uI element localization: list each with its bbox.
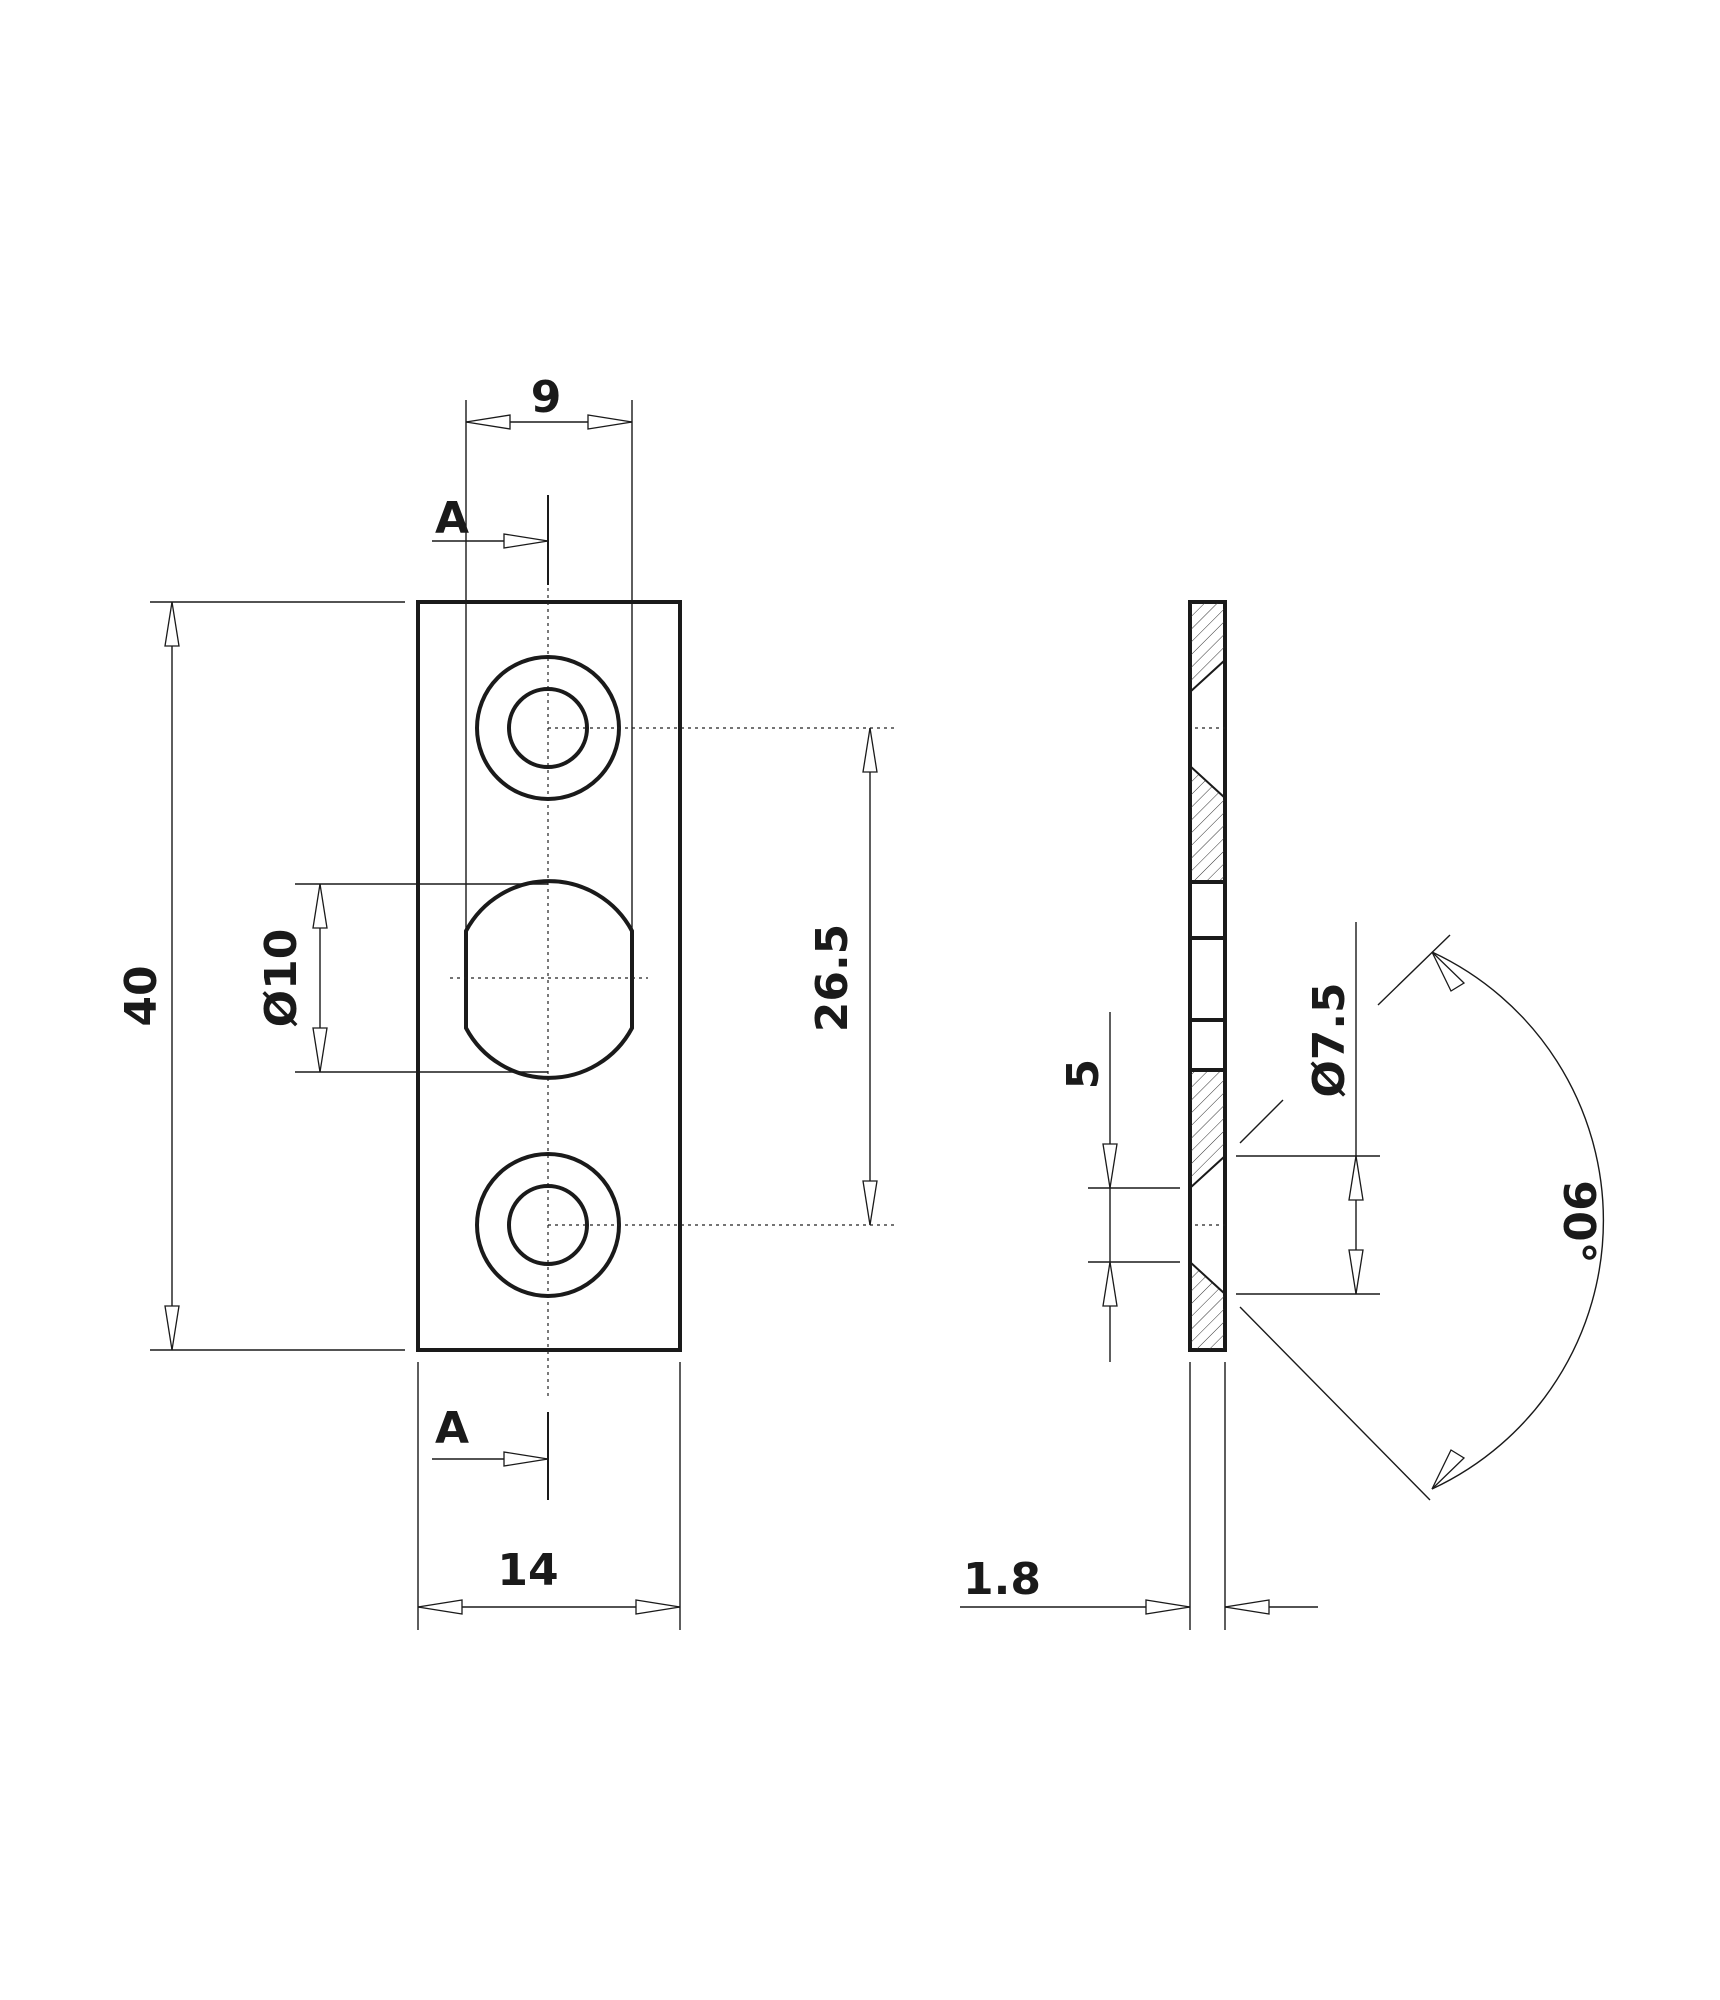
dim-40-arrow-top xyxy=(164,601,180,647)
dim-d10-label: Ø10 xyxy=(256,929,307,1028)
dim-26-5-arrow-top xyxy=(862,727,878,773)
section-mark-top: A xyxy=(432,493,549,585)
dim-9-arrow-right xyxy=(587,414,633,430)
angle-arc xyxy=(1431,951,1605,1490)
dim-d7-5-arrow-bottom xyxy=(1348,1249,1364,1295)
dim-d10-arrow-bottom xyxy=(312,1027,328,1073)
dimension-9: 9 xyxy=(465,372,633,1000)
section-view: 5 Ø7.5 90° 1.8 xyxy=(960,600,1605,1630)
center-keyed-hole xyxy=(464,879,634,1080)
plate-outline xyxy=(416,600,682,1352)
dimension-40: 40 xyxy=(116,601,405,1351)
dim-40-arrow-bottom xyxy=(164,1305,180,1351)
angle-leg-lower xyxy=(1239,1306,1431,1501)
dim-9-label: 9 xyxy=(531,372,562,423)
dim-9-arrow-left xyxy=(465,414,511,430)
dim-1-8-label: 1.8 xyxy=(963,1554,1041,1605)
angle-leg-upper-inner xyxy=(1239,1099,1284,1144)
dim-14-label: 14 xyxy=(497,1545,558,1596)
dim-5-arrow-bottom xyxy=(1102,1261,1118,1307)
dimension-1-8: 1.8 xyxy=(960,1362,1318,1630)
dim-14-arrow-right xyxy=(635,1599,681,1615)
dim-26-5-arrow-bottom xyxy=(862,1180,878,1226)
section-bottom-arrow-head xyxy=(503,1451,549,1467)
section-bottom-label: A xyxy=(435,1403,469,1454)
angle-arrow-bottom xyxy=(1431,1449,1466,1490)
dimension-d10: Ø10 xyxy=(256,883,548,1073)
top-hole-inner xyxy=(507,687,589,769)
dim-d10-arrow-top xyxy=(312,883,328,929)
angle-label: 90° xyxy=(1553,1180,1604,1263)
dim-40-label: 40 xyxy=(116,965,167,1026)
dim-26-5-label: 26.5 xyxy=(807,924,858,1033)
dim-5-arrow-top xyxy=(1102,1143,1118,1189)
dimension-14: 14 xyxy=(417,1362,681,1630)
section-hatch-3 xyxy=(1189,1069,1226,1191)
dimension-26-5: 26.5 xyxy=(807,727,878,1226)
front-view: 9 A A 40 xyxy=(116,372,898,1630)
section-hatch-1 xyxy=(1189,601,1226,695)
section-top-arrow-head xyxy=(503,533,549,549)
section-hatch-2 xyxy=(1189,763,1226,883)
dim-14-arrow-left xyxy=(417,1599,463,1615)
dim-d7-5-label: Ø7.5 xyxy=(1304,982,1355,1097)
section-hatch-4 xyxy=(1189,1259,1226,1351)
section-outline xyxy=(1188,600,1227,1352)
section-top-label: A xyxy=(435,493,469,544)
dim-1-8-arrow-right xyxy=(1224,1599,1270,1615)
bottom-hole-inner xyxy=(507,1184,589,1266)
dimension-d7-5: Ø7.5 xyxy=(1236,922,1380,1295)
angle-arrow-top xyxy=(1431,951,1466,992)
section-mark-bottom: A xyxy=(432,1403,549,1500)
dim-5-label: 5 xyxy=(1058,1059,1109,1090)
dim-1-8-arrow-left xyxy=(1145,1599,1191,1615)
dim-d7-5-arrow-top xyxy=(1348,1155,1364,1201)
dimension-5: 5 xyxy=(1058,1012,1180,1362)
dimension-angle: 90° xyxy=(1239,934,1605,1501)
angle-leg-upper-outer xyxy=(1377,934,1451,1006)
